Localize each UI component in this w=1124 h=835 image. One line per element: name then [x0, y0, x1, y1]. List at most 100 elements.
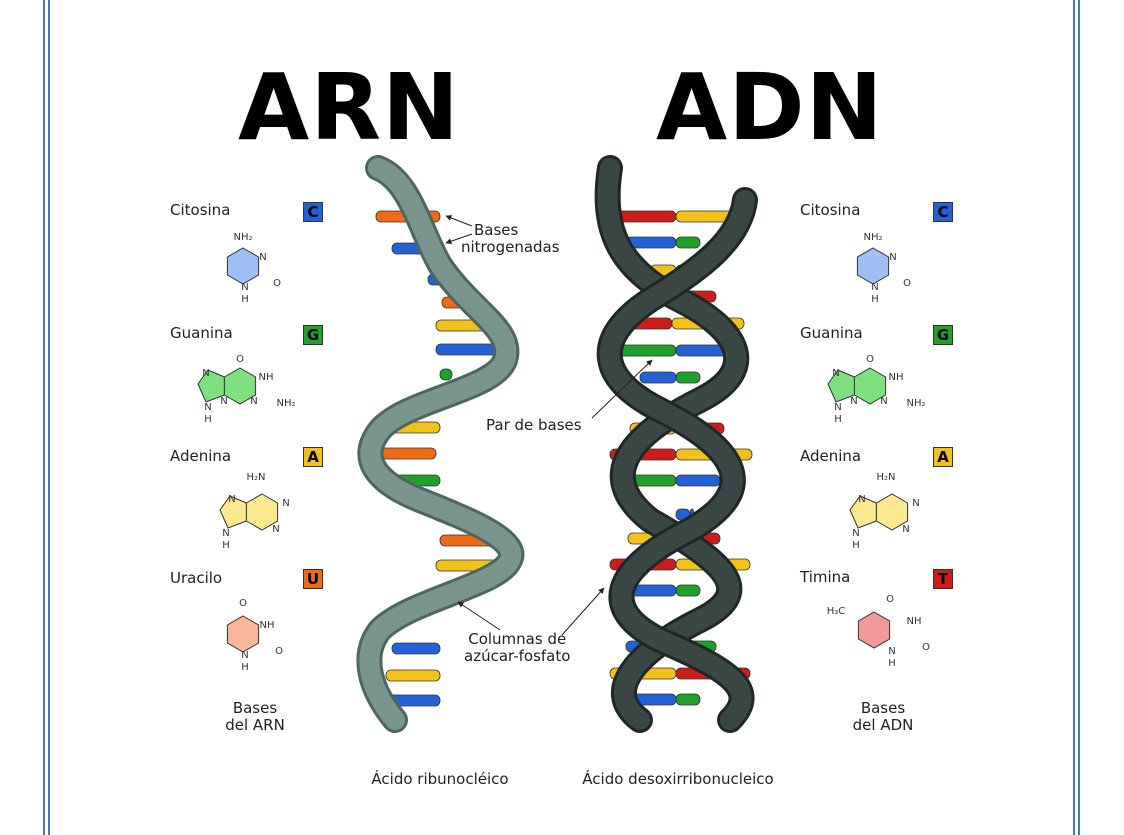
rna-badge-uracil: U — [303, 569, 323, 589]
rna-cytosine-atom-label: O — [273, 278, 281, 289]
dna-backbone — [594, 155, 758, 733]
dna-thymine-atom-label: O — [922, 642, 930, 653]
rna-cytosine-atom-label: N — [259, 252, 266, 263]
dna-guanine-atom-label: NH₂ — [906, 398, 925, 409]
arrow-to-orange-base — [445, 215, 473, 227]
rna-base-stick — [385, 669, 441, 682]
page-border-left-inner — [48, 0, 50, 835]
dna-adenine-atom-label: N — [912, 498, 919, 509]
dna-base-half-right — [675, 474, 721, 487]
dna-thymine-ring — [857, 611, 891, 649]
arrow-to-rna-backbone — [457, 601, 501, 631]
nitrogen-bases-label-line2: nitrogenadas — [461, 238, 560, 256]
dna-thymine-atom-label: N — [888, 646, 895, 657]
rna-adenine-atom-label: N — [282, 498, 289, 509]
dna-base-half-left — [639, 371, 677, 384]
backbone-label-line1: Columnas de — [468, 630, 567, 648]
dna-guanine-atom-label: N — [834, 402, 841, 413]
rna-adenine-atom-label: N — [272, 524, 279, 535]
arrow-to-dna-backbone — [561, 587, 605, 636]
rna-guanine-ring-6 — [223, 367, 257, 405]
rna-title: ARN — [238, 54, 461, 161]
dna-cytosine-atom-label: N — [889, 252, 896, 263]
dna-bases-caption-line1: Bases — [860, 699, 906, 717]
rna-full-name: Ácido ribunocléico — [371, 770, 509, 788]
rna-backbone — [356, 155, 525, 733]
rna-guanine-atom-label: N — [204, 402, 211, 413]
rna-badge-guanine: G — [303, 325, 323, 345]
dna-guanine-atom-label: N — [850, 396, 857, 407]
rna-adenine-atom-label: N — [228, 494, 235, 505]
rna-cytosine-ring — [226, 247, 260, 285]
dna-adenine-atom-label: H₂N — [876, 472, 895, 483]
rna-base-name-uracil: Uracilo — [170, 569, 223, 587]
dna-base-half-right — [675, 584, 701, 597]
page-border-right-inner — [1073, 0, 1075, 835]
dna-adenine-atom-label: N — [858, 494, 865, 505]
dna-adenine-atom-label: H — [852, 540, 860, 551]
rna-badge-adenine: A — [303, 447, 323, 467]
arrow-to-base-pair — [591, 359, 653, 419]
rna-guanine-atom-label: N — [250, 396, 257, 407]
nitrogen-bases-label-line1: Bases — [474, 221, 519, 239]
dna-thymine-atom-label: H — [888, 658, 896, 669]
rna-base-stick — [435, 343, 501, 356]
dna-guanine-atom-label: O — [866, 354, 874, 365]
rna-base-stick — [439, 368, 453, 381]
rna-guanine-atom-label: NH — [259, 372, 274, 383]
rna-bases-caption-line1: Bases — [232, 699, 278, 717]
dna-thymine-atom-label: O — [886, 594, 894, 605]
rna-cytosine-atom-label: N — [241, 282, 248, 293]
dna-badge-thymine: T — [933, 569, 953, 589]
rna-base-name-adenine: Adenina — [170, 447, 232, 465]
dna-badge-guanine: G — [933, 325, 953, 345]
dna-thymine-atom-label: H₃C — [827, 606, 846, 617]
rna-uracil-atom-label: O — [275, 646, 283, 657]
page-border-right — [1078, 0, 1080, 835]
dna-adenine-ring-6 — [875, 493, 909, 531]
rna-base-name-guanine: Guanina — [170, 324, 233, 342]
nitrogen-bases-label: Bases nitrogenadas — [461, 221, 560, 256]
rna-uracil-atom-label: H — [241, 662, 249, 673]
dna-cytosine-atom-label: N — [871, 282, 878, 293]
rna-guanine-atom-label: NH₂ — [276, 398, 295, 409]
dna-guanine-ring-6 — [853, 367, 887, 405]
dna-guanine-atom-label: H — [834, 414, 842, 425]
backbone-label-line2: azúcar-fosfato — [464, 647, 571, 665]
dna-base-half-right — [675, 371, 701, 384]
rna-adenine-atom-label: H — [222, 540, 230, 551]
dna-base-name-guanine: Guanina — [800, 324, 863, 342]
rna-badge-cytosine: C — [303, 202, 323, 222]
dna-thymine-atom-label: NH — [907, 616, 922, 627]
dna-badge-cytosine: C — [933, 202, 953, 222]
rna-cytosine-atom-label: NH₂ — [233, 232, 252, 243]
dna-base-half-right — [675, 693, 701, 706]
dna-cytosine-ring — [856, 247, 890, 285]
annotation-arrows — [445, 215, 653, 636]
dna-cytosine-atom-label: NH₂ — [863, 232, 882, 243]
page-border-left — [43, 0, 45, 835]
dna-adenine-atom-label: N — [902, 524, 909, 535]
rna-uracil-atom-label: N — [241, 650, 248, 661]
dna-base-name-thymine: Timina — [800, 568, 851, 586]
rna-base-name-cytosine: Citosina — [170, 201, 231, 219]
dna-adenine-atom-label: N — [852, 528, 859, 539]
dna-bases-caption-line2: del ADN — [852, 716, 914, 734]
rna-adenine-ring-6 — [245, 493, 279, 531]
rna-guanine-atom-label: H — [204, 414, 212, 425]
dna-guanine-atom-label: N — [832, 368, 839, 379]
dna-full-name: Ácido desoxirribonucleico — [582, 770, 774, 788]
dna-cytosine-atom-label: H — [871, 294, 879, 305]
rna-guanine-atom-label: N — [220, 396, 227, 407]
dna-guanine-atom-label: N — [880, 396, 887, 407]
dna-cytosine-atom-label: O — [903, 278, 911, 289]
base-pair-label: Par de bases — [486, 416, 582, 434]
dna-base-name-adenine: Adenina — [800, 447, 862, 465]
rna-guanine-atom-label: N — [202, 368, 209, 379]
rna-bases-caption: Bases del ARN — [210, 700, 300, 734]
rna-uracil-atom-label: NH — [260, 620, 275, 631]
arrow-to-blue-base — [445, 233, 473, 245]
rna-uracil-ring — [226, 615, 260, 653]
